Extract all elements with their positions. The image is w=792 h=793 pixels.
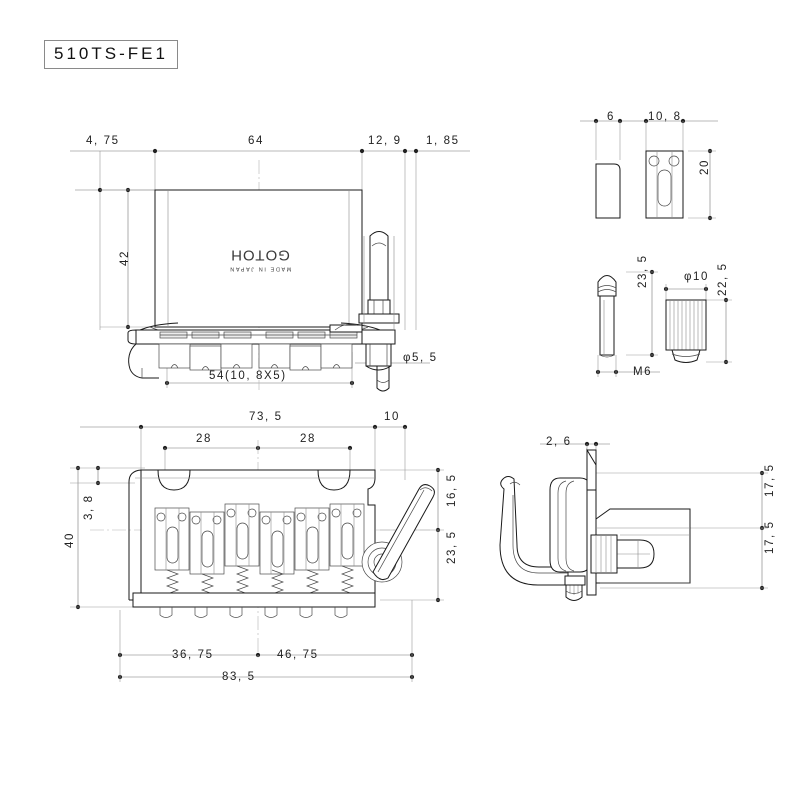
dimension-label-d-1-85: 1, 85 [426, 135, 460, 147]
saddle-tops [159, 331, 358, 339]
tremolo-arm [361, 484, 435, 583]
front-elevation-group [70, 148, 470, 392]
dimension-label-d-17-5a: 17, 5 [764, 463, 776, 497]
dimension-label-d-42: 42 [119, 250, 131, 266]
dimension-label-d-12-9: 12, 9 [368, 135, 402, 147]
gotoh-logo: MADE IN JAPAN GOTOH [214, 247, 306, 272]
dimension-label-d-40: 40 [64, 532, 76, 548]
stud-dim-lines [595, 269, 732, 377]
plate-detail-group [580, 118, 718, 221]
dimension-label-d-3-8: 3, 8 [83, 494, 95, 520]
dimension-label-d-10-8: 10, 8 [648, 111, 682, 123]
dimension-label-d-23-5: 23, 5 [637, 254, 649, 288]
logo-brand-text: GOTOH [230, 247, 290, 264]
dimension-label-d-22-5: 22, 5 [717, 262, 729, 296]
dimension-label-d-phi10: φ10 [684, 271, 710, 283]
dimension-label-d-83-5: 83, 5 [222, 671, 256, 683]
dimension-label-d-23-5b: 23, 5 [446, 530, 458, 564]
dimension-label-d-4-75: 4, 75 [86, 135, 120, 147]
dimension-label-d-16-5: 16, 5 [446, 473, 458, 507]
dimension-label-d-64: 64 [248, 135, 264, 147]
dimension-label-d-6: 6 [607, 111, 615, 123]
dimension-label-d-m6: M6 [633, 366, 653, 378]
side-elevation-group [499, 441, 768, 601]
saddles-plan [154, 503, 365, 575]
saddle-bodies [158, 343, 353, 371]
dimension-label-d-73-5: 73, 5 [249, 411, 283, 423]
dimension-label-d-46-75: 46, 75 [277, 649, 319, 661]
dimension-label-d-28b: 28 [300, 433, 316, 445]
page-title: 510TS-FE1 [44, 40, 178, 69]
dimension-label-d-20: 20 [699, 159, 711, 175]
dimension-label-d-28a: 28 [196, 433, 212, 445]
dimension-label-d-17-5b: 17, 5 [764, 520, 776, 554]
dimension-label-d-2-6: 2, 6 [546, 436, 572, 448]
dimension-label-d-54: 54(10, 8X5) [209, 370, 287, 382]
arm-post [358, 231, 400, 330]
dimension-label-d-36-75: 36, 75 [172, 649, 214, 661]
stud-knob-group [595, 269, 732, 377]
logo-origin-text: MADE IN JAPAN [228, 265, 292, 272]
top-plan-group [70, 424, 444, 682]
dimension-label-d-10: 10 [384, 411, 400, 423]
dimension-label-d-phi55: φ5, 5 [403, 352, 438, 364]
plan-dim-lines [70, 424, 444, 682]
front-dim-lines [70, 148, 470, 388]
